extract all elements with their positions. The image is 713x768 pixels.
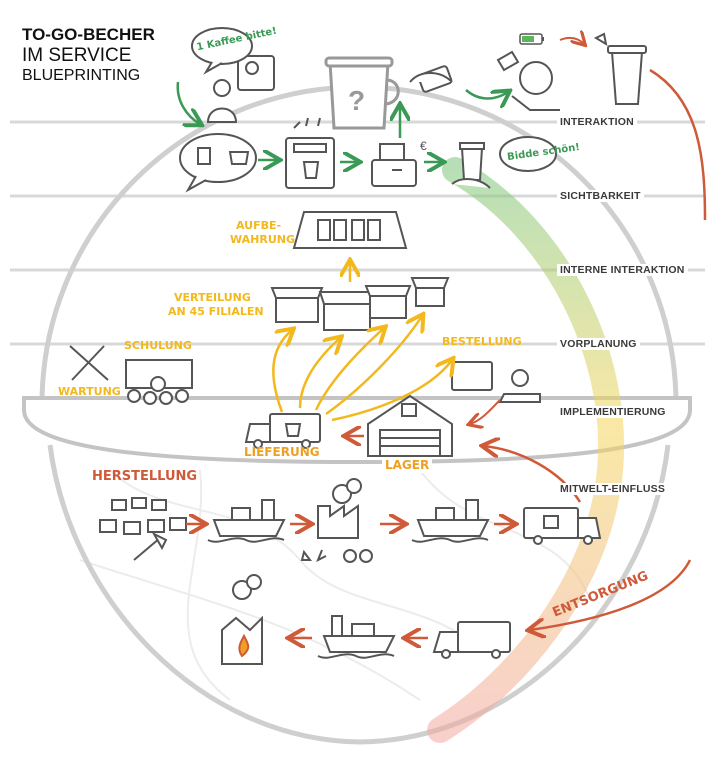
storage-shelf-icon (292, 211, 408, 249)
lifecycle-arc (427, 157, 624, 743)
coffee-cup-icon (451, 142, 491, 189)
factory-icon (300, 478, 373, 563)
order-bubble-icon (179, 133, 257, 193)
schulung-label: SCHULUNG (124, 339, 192, 352)
truck-icon (432, 621, 511, 659)
verteilung-label-2: AN 45 FILIALEN (168, 305, 264, 318)
herstellung-label: HERSTELLUNG (92, 469, 198, 484)
computer-icon (451, 361, 541, 403)
arrow-red-long (649, 68, 707, 221)
verteilung-label: VERTEILUNG (174, 291, 251, 304)
cup-lid-icon: ? (324, 56, 400, 130)
arrow-red (470, 399, 501, 424)
training-icon (125, 359, 193, 405)
level-label: MITWELT-EINFLUSS (557, 483, 669, 495)
payment-hand-icon (409, 65, 453, 93)
drinking-person-icon (496, 50, 560, 111)
speech-bubble-icon (191, 27, 253, 75)
wartung-label: WARTUNG (58, 385, 121, 398)
level-label: INTERAKTION (557, 116, 637, 128)
level-label: IMPLEMENTIERUNG (557, 406, 669, 418)
ship-icon (411, 499, 490, 543)
tree-stumps-icon (99, 497, 187, 535)
cash-register-icon: € (371, 139, 427, 187)
ship-icon (207, 499, 286, 543)
lager-label: LAGER (382, 458, 433, 473)
incinerator-icon (221, 574, 263, 665)
battery-icon (519, 33, 544, 45)
arrow-red (559, 38, 584, 44)
aufbewahrung-label-2: WAHRUNG (230, 233, 295, 246)
title-line-2: IM SERVICE (22, 45, 132, 66)
bestellung-label: BESTELLUNG (442, 335, 522, 348)
coffee-machine-icon (285, 117, 335, 189)
title-line-3: BLUEPRINTING (22, 67, 141, 84)
shop-icon (270, 277, 450, 331)
arrow-red (530, 559, 692, 630)
wrench-icon (69, 345, 109, 381)
level-label: VORPLANUNG (557, 338, 640, 350)
lieferung-label: LIEFERUNG (244, 445, 320, 459)
title-line-1: TO-GO-BECHER (22, 25, 155, 44)
truck-icon (523, 507, 602, 545)
sphere-bottom (47, 444, 671, 745)
arrow-green (465, 90, 508, 99)
level-label: INTERNE INTERAKTION (557, 264, 688, 276)
axe-icon (133, 531, 168, 561)
svg-text:€: € (420, 139, 427, 153)
trash-bin-icon (593, 32, 647, 105)
svg-text:?: ? (348, 85, 365, 116)
customer-icon (206, 55, 275, 123)
truck-icon (244, 413, 321, 449)
aufbewahrung-label: AUFBE- (236, 219, 282, 232)
warehouse-icon (367, 394, 453, 457)
ship-icon (317, 615, 396, 659)
arrow-green (176, 81, 200, 124)
level-label: SICHTBARKEIT (557, 190, 644, 202)
distribution-arrows (272, 316, 452, 422)
thanks-bubble-icon (499, 136, 557, 172)
